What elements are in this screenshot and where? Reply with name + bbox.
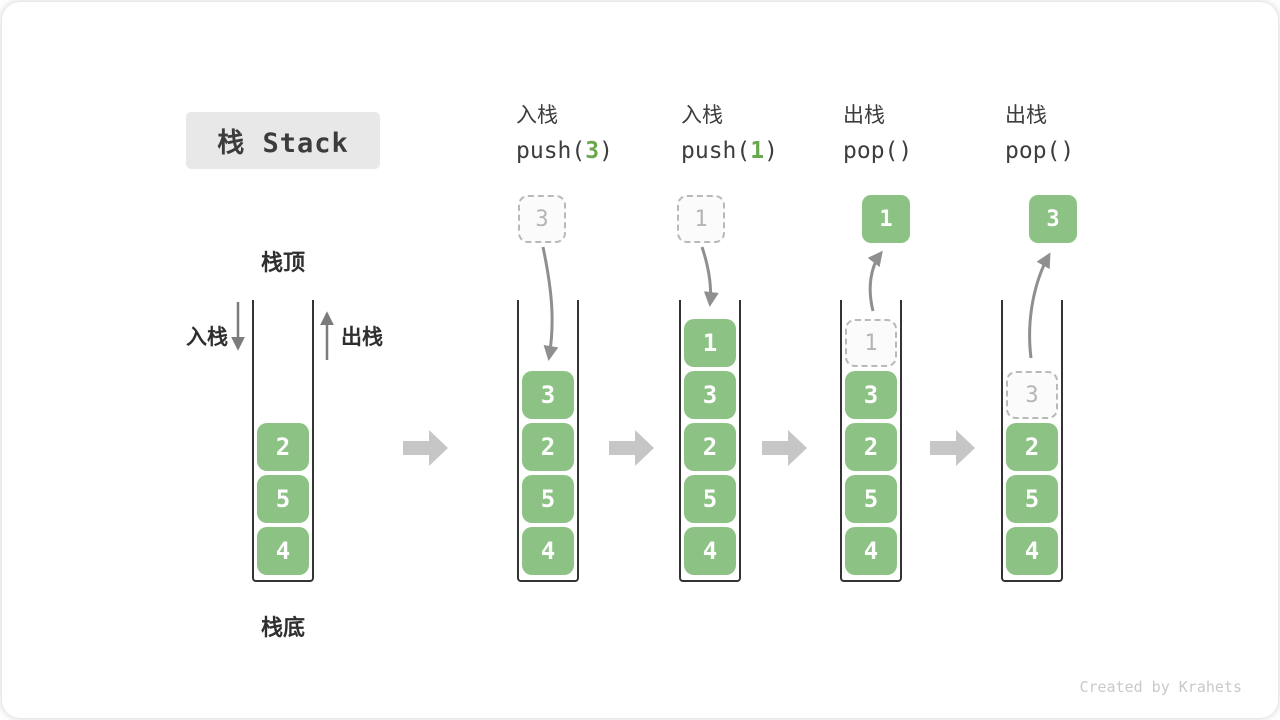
stack-block: 3 xyxy=(522,371,574,419)
diagram-title: 栈 Stack xyxy=(186,112,380,169)
header-push-3: 入栈 push(3) xyxy=(516,103,613,164)
stack-frame-push-1 xyxy=(679,300,741,582)
op-arg: 1 xyxy=(750,138,765,164)
stack-bottom-label: 栈底 xyxy=(260,615,305,640)
op-prefix: push( xyxy=(681,138,751,164)
op-suffix: ) xyxy=(898,138,913,164)
header-operation: push(1) xyxy=(681,138,778,164)
pop-side-label: 出栈 xyxy=(341,326,383,349)
stack-block: 5 xyxy=(684,475,736,523)
stack-block: 2 xyxy=(684,423,736,471)
header-push-1: 入栈 push(1) xyxy=(681,103,778,164)
header-label: 入栈 xyxy=(516,104,558,127)
header-pop-1: 出栈 pop() xyxy=(843,103,912,164)
stack-frame-pop-3 xyxy=(1001,300,1063,582)
removed-slot-ghost: 1 xyxy=(845,319,897,367)
stack-frame-push-3 xyxy=(517,300,579,582)
stack-block: 5 xyxy=(845,475,897,523)
stack-block: 4 xyxy=(684,527,736,575)
watermark: Created by Krahets xyxy=(1079,678,1242,696)
stack-block: 3 xyxy=(845,371,897,419)
header-operation: pop() xyxy=(843,138,912,164)
stack-block: 4 xyxy=(522,527,574,575)
stack-block: 4 xyxy=(1006,527,1058,575)
floating-ghost-value: 3 xyxy=(518,195,566,243)
stack-block: 5 xyxy=(522,475,574,523)
header-label: 入栈 xyxy=(681,104,723,127)
stack-block: 5 xyxy=(257,475,309,523)
stack-block: 1 xyxy=(684,319,736,367)
stack-block: 2 xyxy=(1006,423,1058,471)
header-operation: push(3) xyxy=(516,138,613,164)
header-operation: pop() xyxy=(1005,138,1074,164)
stack-block: 3 xyxy=(684,371,736,419)
removed-slot-ghost: 3 xyxy=(1006,371,1058,419)
stack-top-label: 栈顶 xyxy=(260,250,305,275)
stack-block: 2 xyxy=(522,423,574,471)
popped-value-box: 3 xyxy=(1029,195,1077,243)
stack-block: 5 xyxy=(1006,475,1058,523)
stack-block: 4 xyxy=(845,527,897,575)
stack-block: 2 xyxy=(845,423,897,471)
op-prefix: pop( xyxy=(843,138,899,164)
op-suffix: ) xyxy=(1060,138,1075,164)
push-side-label: 入栈 xyxy=(186,326,228,349)
op-prefix: pop( xyxy=(1005,138,1061,164)
header-label: 出栈 xyxy=(1005,104,1047,127)
header-label: 出栈 xyxy=(843,104,885,127)
floating-ghost-value: 1 xyxy=(677,195,725,243)
op-suffix: ) xyxy=(599,138,613,164)
op-suffix: ) xyxy=(764,138,778,164)
stack-frame-pop-1 xyxy=(840,300,902,582)
stack-block: 2 xyxy=(257,423,309,471)
stack-block: 4 xyxy=(257,527,309,575)
op-prefix: push( xyxy=(516,138,586,164)
op-arg: 3 xyxy=(585,138,600,164)
stack-frame-initial xyxy=(252,300,314,582)
header-pop-3: 出栈 pop() xyxy=(1005,103,1074,164)
popped-value-box: 1 xyxy=(862,195,910,243)
